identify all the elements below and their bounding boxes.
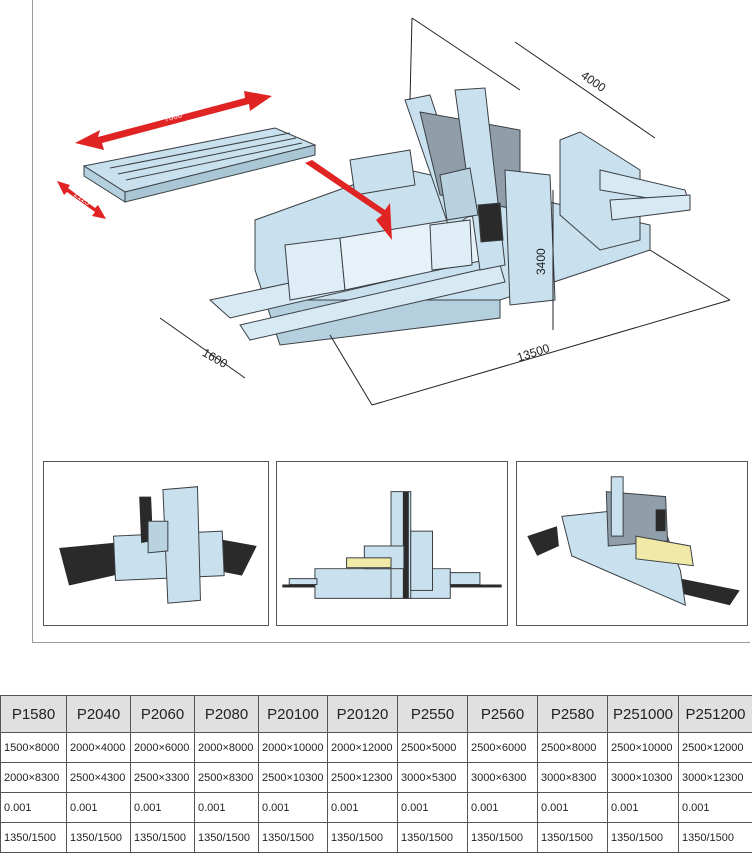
table-cell: 1350/1500 (538, 823, 608, 853)
dim-side: 1600 (200, 345, 230, 371)
spec-header: P20120 (328, 696, 398, 733)
table-cell: 0.001 (67, 793, 131, 823)
table-cell: 2000×8300 (1, 763, 67, 793)
table-row: 1500×8000 2000×4000 2000×6000 2000×8000 … (1, 733, 752, 763)
table-cell: 2500×4300 (67, 763, 131, 793)
table-cell: 0.001 (328, 793, 398, 823)
table-cell: 2000×12000 (328, 733, 398, 763)
spec-header: P2040 (67, 696, 131, 733)
table-cell: 2000×8000 (195, 733, 259, 763)
table-cell: 2500×8300 (195, 763, 259, 793)
table-cell: 2500×12000 (679, 733, 752, 763)
table-cell: 2500×12300 (328, 763, 398, 793)
spec-header: P251200 (679, 696, 752, 733)
table-cell: 1350/1500 (398, 823, 468, 853)
table-cell: 1350/1500 (259, 823, 328, 853)
table-cell: 1350/1500 (468, 823, 538, 853)
table-cell: 2500×5000 (398, 733, 468, 763)
dim-length: 13500 (515, 341, 551, 365)
dim-gantry-width: 4000 (578, 68, 608, 95)
spec-header: P1580 (1, 696, 67, 733)
table-cell: 1350/1500 (1, 823, 67, 853)
table-cell: 2500×8000 (538, 733, 608, 763)
spec-header: P2560 (468, 696, 538, 733)
dim-height: 3400 (534, 248, 548, 275)
table-row: 0.001 0.001 0.001 0.001 0.001 0.001 0.00… (1, 793, 752, 823)
table-cell: 1500×8000 (1, 733, 67, 763)
table-cell: 3000×5300 (398, 763, 468, 793)
table-cell: 1350/1500 (679, 823, 752, 853)
table-cell: 1350/1500 (195, 823, 259, 853)
thumbnail-front-view (276, 461, 508, 626)
table-cell: 3000×8300 (538, 763, 608, 793)
table-cell: 1350/1500 (328, 823, 398, 853)
table-cell: 0.001 (608, 793, 679, 823)
table-cell: 2500×10000 (608, 733, 679, 763)
table-cell: 3000×6300 (468, 763, 538, 793)
table-cell: 0.001 (538, 793, 608, 823)
spec-header: P2580 (538, 696, 608, 733)
thumbnail-iso-view (516, 461, 748, 626)
table-cell: 0.001 (131, 793, 195, 823)
table-cell: 0.001 (468, 793, 538, 823)
spec-header: P2550 (398, 696, 468, 733)
table-cell: 2000×6000 (131, 733, 195, 763)
table-cell: 2000×10000 (259, 733, 328, 763)
spec-header: P2080 (195, 696, 259, 733)
table-cell: 0.001 (259, 793, 328, 823)
table-cell: 0.001 (1, 793, 67, 823)
table-cell: 3000×12300 (679, 763, 752, 793)
spec-table-header-row: P1580 P2040 P2060 P2080 P20100 P20120 P2… (1, 696, 752, 733)
table-row: 2000×8300 2500×4300 2500×3300 2500×8300 … (1, 763, 752, 793)
thumbnail-top-view (43, 461, 269, 626)
table-cell: 2500×6000 (468, 733, 538, 763)
spec-header: P251000 (608, 696, 679, 733)
table-cell: 2500×10300 (259, 763, 328, 793)
spec-header: P2060 (131, 696, 195, 733)
work-table (84, 128, 315, 202)
table-cell: 1350/1500 (67, 823, 131, 853)
table-cell: 1350/1500 (131, 823, 195, 853)
table-cell: 0.001 (195, 793, 259, 823)
spec-header: P20100 (259, 696, 328, 733)
table-cell: 0.001 (679, 793, 752, 823)
table-cell: 1350/1500 (608, 823, 679, 853)
table-cell: 0.001 (398, 793, 468, 823)
table-row: 1350/1500 1350/1500 1350/1500 1350/1500 … (1, 823, 752, 853)
main-machine-drawing: 4000 3400 13500 1600 7000 2125 (40, 0, 750, 440)
table-cell: 2000×4000 (67, 733, 131, 763)
table-cell: 3000×10300 (608, 763, 679, 793)
spec-table: P1580 P2040 P2060 P2080 P20100 P20120 P2… (0, 695, 752, 853)
table-cell: 2500×3300 (131, 763, 195, 793)
